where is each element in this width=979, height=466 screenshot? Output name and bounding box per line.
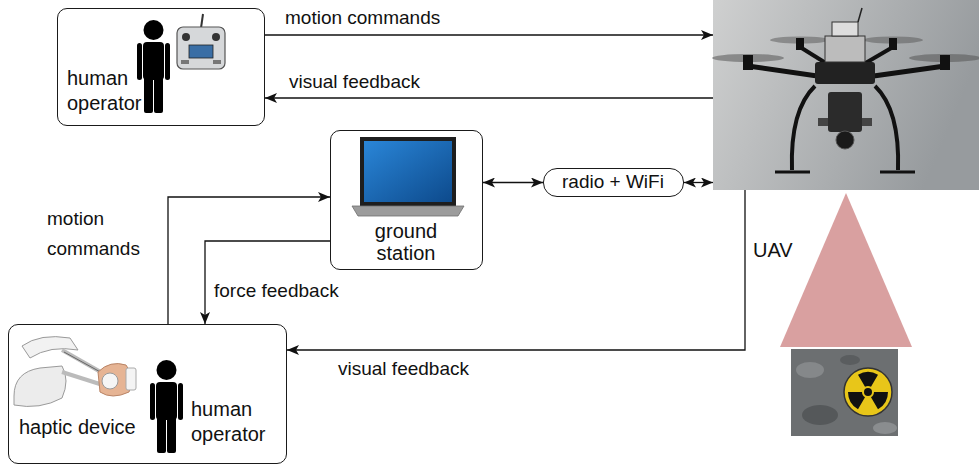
laptop-base (352, 206, 464, 216)
uav-photo-node: UAV (713, 0, 979, 190)
node-label: radio + WiFi (562, 170, 664, 194)
concrete (791, 349, 898, 436)
concrete-texture (873, 422, 897, 434)
edge-label: motion commands (283, 6, 442, 30)
radiation-sign (844, 368, 892, 416)
arrow-connector (265, 97, 713, 98)
device-base (14, 366, 66, 406)
node-label: human operator (191, 397, 279, 447)
stick (212, 33, 220, 41)
motor (743, 55, 753, 70)
radiation-image (791, 349, 898, 436)
motor (940, 55, 950, 70)
transmitter-body (177, 27, 225, 69)
trefoil-blade (871, 392, 888, 409)
haptic-device-image (14, 337, 136, 407)
landing-gear (792, 86, 815, 170)
device-arm (64, 352, 104, 374)
skid (880, 171, 915, 174)
person-icon (150, 360, 183, 453)
operator-box: haptic device human operator (8, 324, 287, 464)
arrow-connector (287, 190, 745, 350)
electronics (825, 36, 865, 62)
laptop-bezel (360, 137, 456, 206)
arrow-connector (684, 182, 713, 183)
operator-box: human operator (57, 8, 265, 126)
antenna (201, 14, 203, 28)
node-label: UAV (753, 238, 793, 262)
concrete-texture (802, 405, 838, 425)
ground-station-box: ground station (330, 130, 483, 270)
edge-label: visual feedback (287, 70, 422, 94)
motor (889, 38, 897, 50)
arrow-connector (265, 34, 713, 35)
motor (796, 38, 804, 50)
edge-label: force feedback (212, 279, 341, 303)
switch (213, 60, 221, 64)
trefoil-center (864, 388, 872, 396)
rc-transmitter (177, 14, 225, 69)
trefoil-blade (848, 392, 865, 409)
stick (182, 33, 190, 41)
switch (181, 60, 189, 64)
edge-label: visual feedback (336, 357, 471, 381)
concrete-texture (840, 355, 860, 365)
arrow-connector (168, 197, 330, 324)
skid (775, 171, 810, 174)
sleeve (126, 368, 136, 390)
electronics (832, 22, 858, 36)
landing-gear (875, 86, 898, 170)
edge-label: motion commands (45, 204, 161, 264)
laptop-screen (364, 141, 452, 202)
frame (815, 62, 875, 84)
screen (189, 45, 213, 58)
link-pill: radio + WiFi (543, 168, 684, 197)
node-label: human operator (67, 66, 147, 116)
handle-ball (102, 373, 118, 389)
concrete-texture (796, 362, 824, 378)
gimbal (828, 92, 862, 132)
laptop-icon (352, 137, 464, 216)
trefoil-blade (858, 372, 878, 387)
antenna (858, 8, 862, 22)
sensor-cone (780, 193, 912, 347)
node-label: haptic device (19, 415, 136, 439)
camera (836, 131, 854, 149)
uav-photo (712, 0, 979, 190)
person-icon (137, 20, 170, 113)
photo-ground (713, 0, 979, 190)
node-label: ground station (354, 220, 459, 264)
arrow-connector (483, 182, 543, 183)
